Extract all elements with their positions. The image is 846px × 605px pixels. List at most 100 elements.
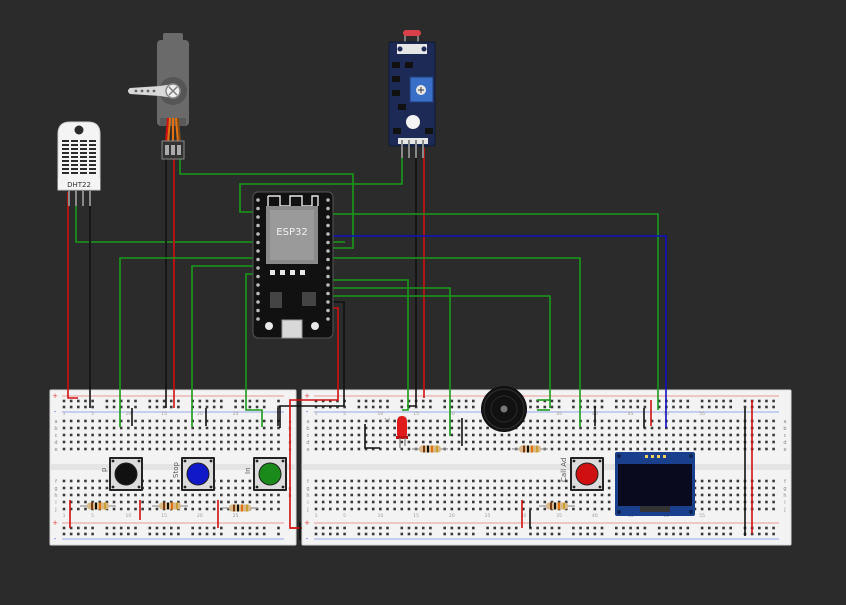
resistor[interactable] bbox=[80, 502, 116, 510]
breadboard-hole bbox=[450, 399, 454, 403]
breadboard-hole bbox=[464, 399, 468, 403]
column-number: 1 bbox=[315, 411, 318, 417]
column-number: 45 bbox=[628, 411, 634, 417]
breadboard-hole bbox=[248, 532, 252, 536]
row-letter: d bbox=[306, 440, 309, 446]
resistor[interactable] bbox=[539, 502, 575, 510]
breadboard-hole bbox=[212, 405, 216, 409]
breadboard-hole bbox=[421, 399, 425, 403]
breadboard-hole bbox=[105, 526, 109, 530]
breadboard-hole bbox=[162, 526, 166, 530]
breadboard-hole bbox=[400, 526, 404, 530]
esp32-label: ESP32 bbox=[276, 227, 307, 238]
breadboard-hole bbox=[643, 526, 647, 530]
breadboard-hole bbox=[729, 526, 732, 530]
breadboard-hole bbox=[62, 532, 66, 536]
boot-button-icon[interactable] bbox=[265, 322, 273, 330]
breadboard-hole bbox=[715, 532, 718, 536]
breadboard-hole bbox=[148, 526, 152, 530]
resistors bbox=[80, 445, 575, 512]
breadboard-hole bbox=[615, 399, 618, 403]
breadboard-hole bbox=[379, 405, 382, 409]
button-cap-icon[interactable] bbox=[258, 462, 282, 486]
resistor[interactable] bbox=[512, 445, 548, 453]
breadboard-hole bbox=[364, 399, 368, 403]
breadboard-hole bbox=[679, 526, 682, 530]
breadboard-hole bbox=[262, 532, 266, 536]
breadboard-hole bbox=[657, 526, 661, 530]
led-number-label: 12 bbox=[384, 418, 390, 424]
breadboard-hole bbox=[277, 526, 280, 530]
push-button-4[interactable] bbox=[570, 457, 604, 491]
breadboard-hole bbox=[450, 405, 454, 409]
piezo-buzzer[interactable] bbox=[481, 386, 527, 432]
breadboard-hole bbox=[550, 532, 554, 536]
breadboard-hole bbox=[262, 526, 266, 530]
breadboard-hole bbox=[722, 405, 725, 409]
breadboard-hole bbox=[743, 405, 747, 409]
dht22-sensor[interactable]: DHT22 bbox=[57, 121, 101, 206]
breadboard-hole bbox=[112, 526, 116, 530]
breadboard-hole bbox=[536, 405, 539, 409]
row-letter: c bbox=[784, 433, 787, 439]
breadboard-hole bbox=[722, 526, 725, 530]
push-button-1[interactable] bbox=[109, 457, 143, 491]
breadboard-hole bbox=[765, 405, 768, 409]
breadboard-hole bbox=[277, 405, 280, 409]
breadboard-hole bbox=[314, 405, 318, 409]
breadboard-hole bbox=[600, 399, 604, 403]
row-letter: e bbox=[783, 447, 786, 453]
breadboard-hole bbox=[536, 399, 539, 403]
push-button-3[interactable] bbox=[253, 457, 287, 491]
svg-text:+: + bbox=[304, 519, 310, 527]
row-letter: j bbox=[306, 507, 308, 513]
breadboard-hole bbox=[772, 399, 775, 403]
wire-btn2 bbox=[191, 265, 255, 427]
light-sensor-module[interactable] bbox=[388, 30, 436, 158]
row-letter: j bbox=[783, 507, 785, 513]
column-number: 35 bbox=[556, 411, 562, 417]
resistor[interactable] bbox=[412, 445, 448, 453]
resistor[interactable] bbox=[152, 502, 188, 510]
breadboard-hole bbox=[758, 405, 761, 409]
button-cap-icon[interactable] bbox=[575, 462, 599, 486]
breadboard-hole bbox=[379, 526, 382, 530]
breadboard-hole bbox=[205, 532, 209, 536]
breadboard-hole bbox=[586, 526, 589, 530]
push-button-2[interactable] bbox=[181, 457, 215, 491]
breadboard-hole bbox=[729, 532, 732, 536]
breadboard-hole bbox=[220, 405, 223, 409]
button-cap-icon[interactable] bbox=[114, 462, 138, 486]
button-cap-icon[interactable] bbox=[186, 462, 210, 486]
breadboard-hole bbox=[84, 526, 87, 530]
esp32-board[interactable]: ESP32 bbox=[252, 191, 334, 339]
servo-motor[interactable] bbox=[128, 33, 189, 160]
breadboard-hole bbox=[357, 532, 361, 536]
breadboard-hole bbox=[636, 405, 640, 409]
breadboard-hole bbox=[329, 405, 332, 409]
breadboard-hole bbox=[686, 532, 690, 536]
breadboard-hole bbox=[572, 526, 575, 530]
oled-display[interactable] bbox=[615, 452, 695, 516]
breadboard-hole bbox=[69, 405, 73, 409]
breadboard-hole bbox=[379, 532, 382, 536]
breadboard-hole bbox=[421, 532, 425, 536]
row-letter: e bbox=[54, 447, 57, 453]
en-button-icon[interactable] bbox=[311, 322, 319, 330]
breadboard-hole bbox=[177, 532, 180, 536]
row-letter: d bbox=[54, 440, 57, 446]
breadboard-hole bbox=[414, 532, 418, 536]
resistor[interactable] bbox=[222, 504, 258, 512]
breadboard-hole bbox=[414, 405, 418, 409]
breadboard-hole bbox=[493, 526, 497, 530]
breadboard-hole bbox=[205, 405, 209, 409]
breadboard-hole bbox=[643, 405, 647, 409]
breadboard-hole bbox=[212, 532, 216, 536]
column-number: 1 bbox=[63, 513, 66, 519]
breadboard-hole bbox=[472, 405, 475, 409]
breadboard-hole bbox=[386, 399, 389, 403]
breadboard-hole bbox=[529, 405, 532, 409]
breadboard-hole bbox=[758, 399, 761, 403]
sensor-led-icon bbox=[406, 115, 420, 129]
red-led[interactable] bbox=[396, 416, 408, 448]
